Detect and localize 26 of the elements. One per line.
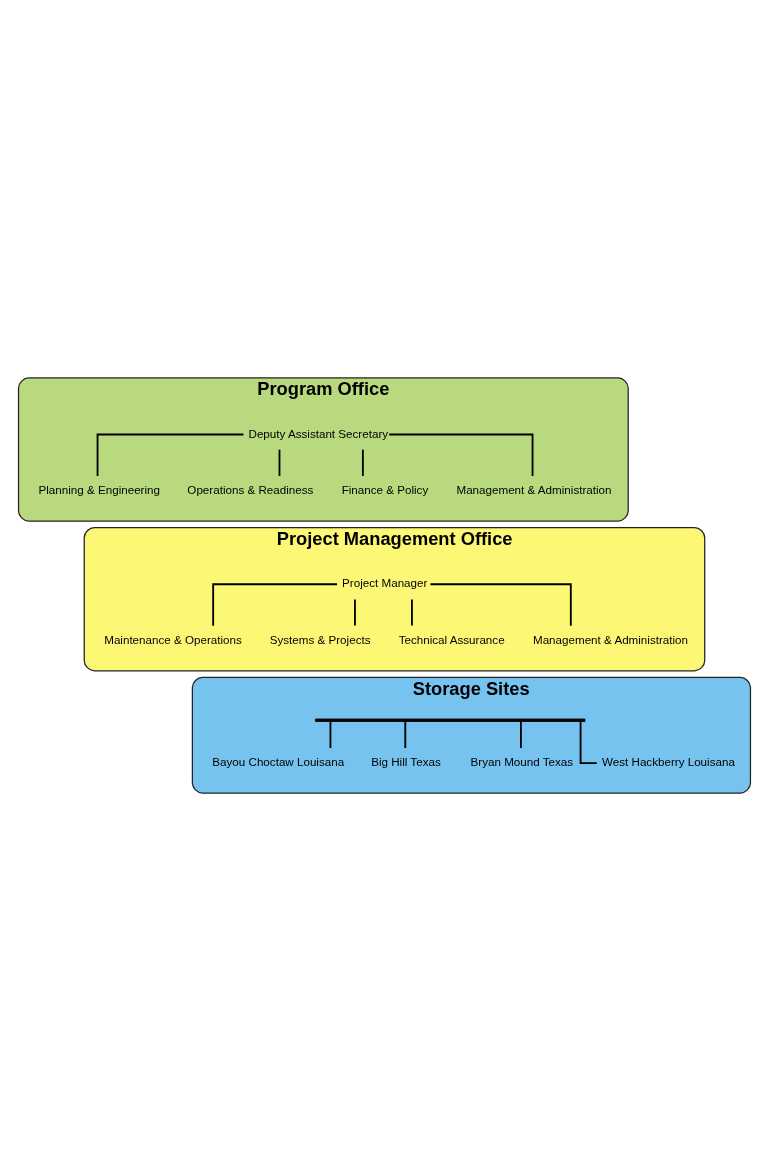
connector bbox=[212, 583, 338, 627]
node-text: Management & Administration bbox=[456, 483, 612, 497]
connector bbox=[388, 433, 534, 477]
node-text: Bayou Choctaw Louisana bbox=[212, 755, 345, 769]
node-text: Planning & Engineering bbox=[38, 483, 161, 497]
connector bbox=[429, 583, 572, 627]
node-bar bbox=[315, 718, 586, 722]
node-text: Bryan Mound Texas bbox=[470, 755, 574, 769]
node-text: Management & Administration bbox=[532, 632, 689, 646]
connector bbox=[278, 448, 281, 477]
connector bbox=[520, 720, 522, 749]
node-text: Finance & Policy bbox=[341, 483, 429, 497]
node-text: Project Manager bbox=[342, 576, 428, 590]
node-text: Big Hill Texas bbox=[371, 755, 441, 769]
connector bbox=[329, 720, 332, 749]
node-text: Technical Assurance bbox=[398, 632, 505, 646]
node-text: Systems & Projects bbox=[269, 632, 371, 646]
connector bbox=[404, 720, 407, 749]
connector bbox=[96, 433, 245, 477]
node-text: Deputy Assistant Secretary bbox=[248, 426, 389, 440]
connector bbox=[411, 598, 413, 627]
node-text: Operations & Readiness bbox=[187, 483, 314, 497]
node-text: Maintenance & Operations bbox=[104, 632, 242, 646]
node-text: West Hackberry Louisana bbox=[602, 755, 735, 769]
connector bbox=[361, 448, 364, 477]
connector bbox=[354, 598, 356, 627]
